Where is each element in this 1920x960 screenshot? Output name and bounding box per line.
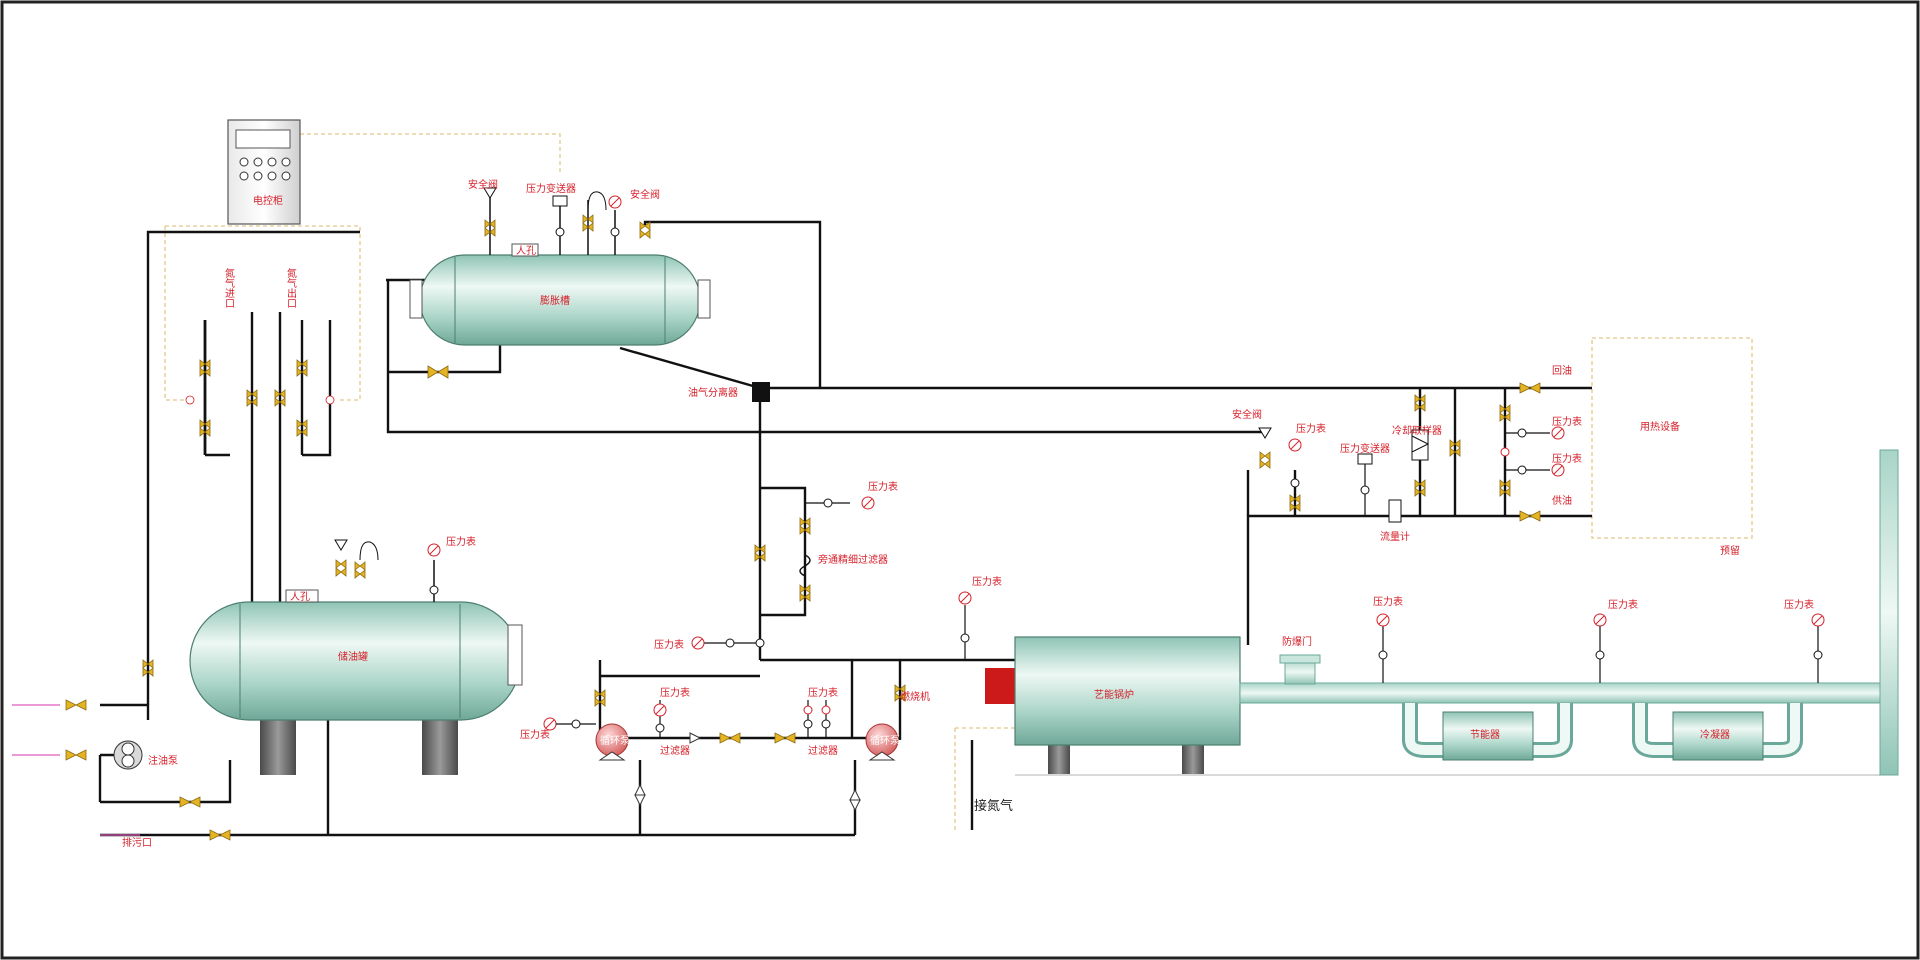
expansion-drain-valve — [427, 365, 449, 379]
filter-left-label: 过滤器 — [660, 744, 690, 757]
signal-lines — [164, 133, 1753, 830]
flue-ducts — [1239, 449, 1899, 776]
safety-valve-1-label: 安全阀 — [468, 178, 498, 191]
pressure-gauge-left — [691, 636, 765, 650]
pressure-gauge-user-1-label: 压力表 — [1552, 415, 1582, 428]
pressure-gauge-burner-label: 压力表 — [972, 575, 1002, 588]
inlet-arrows — [12, 704, 140, 836]
user-side-valves — [1499, 382, 1565, 522]
filter-right-label: 过滤器 — [808, 744, 838, 757]
storage-top-instruments — [334, 539, 441, 602]
pressure-transmitter-top-label: 压力变送器 — [526, 182, 576, 195]
pump-left-label: 循环泵 — [600, 734, 630, 747]
expansion-tank — [409, 243, 711, 346]
pressure-transmitter-supply-label: 压力变送器 — [1340, 442, 1390, 455]
pressure-gauge-flue-2-label: 压力表 — [1608, 598, 1638, 611]
burner — [985, 668, 1015, 704]
pump-left — [543, 676, 741, 807]
boiler — [1014, 636, 1880, 776]
pipe-network — [98, 220, 1592, 837]
supply-oil-label: 供油 — [1552, 494, 1572, 507]
safety-valve-2-label: 安全阀 — [630, 188, 660, 201]
drain-outlet-label: 排污口 — [122, 836, 152, 849]
oil-gas-separator-label: 油气分离器 — [688, 386, 738, 399]
nitrogen-connect-label: 接氮气 — [974, 798, 1013, 814]
burner-label: 燃烧机 — [900, 690, 930, 703]
pressure-gauge-flue-3-label: 压力表 — [1784, 598, 1814, 611]
storage-tank-label: 储油罐 — [338, 650, 368, 663]
oil-pump — [65, 659, 231, 841]
heat-equipment-label: 用热设备 — [1640, 420, 1680, 433]
pressure-gauge-pump-right-label: 压力表 — [808, 686, 838, 699]
pressure-gauge-supply-label: 压力表 — [1296, 422, 1326, 435]
cooling-sampler-label: 冷却取样器 — [1392, 424, 1442, 437]
cooler-label: 冷凝器 — [1700, 728, 1730, 741]
pressure-gauge-burner — [958, 591, 972, 660]
expansion-tank-label: 膨胀槽 — [540, 294, 570, 307]
supply-instruments — [1258, 394, 1461, 523]
flue-pressure-gauges — [1376, 613, 1825, 683]
oil-pump-label: 注油泵 — [148, 754, 178, 767]
safety-valve-supply-label: 安全阀 — [1232, 408, 1262, 421]
oil-gas-separator — [752, 382, 770, 402]
pressure-gauge-pump-left-in-label: 压力表 — [520, 728, 550, 741]
nitrogen-valves — [185, 359, 335, 437]
manhole-storage-label: 人孔 — [290, 591, 310, 603]
pump-right — [774, 684, 906, 812]
control-cabinet — [227, 119, 301, 225]
pressure-gauge-flue-1-label: 压力表 — [1373, 595, 1403, 608]
manhole-top-label: 人孔 — [516, 245, 536, 257]
nitrogen-outlet-label: 氮气出口 — [285, 267, 297, 308]
bypass-filter — [754, 496, 875, 602]
pump-right-label: 循环泵 — [870, 734, 900, 747]
expansion-top-instruments — [483, 187, 651, 255]
economizer-label: 节能器 — [1470, 728, 1500, 741]
flowmeter-label: 流量计 — [1380, 530, 1410, 543]
pressure-gauge-pump-left-out-label: 压力表 — [660, 686, 690, 699]
explosion-door-label: 防爆门 — [1282, 635, 1312, 648]
return-oil-label: 回油 — [1552, 364, 1572, 377]
nitrogen-inlet-label: 氮气进口 — [223, 267, 235, 308]
reserved-label: 预留 — [1720, 544, 1740, 557]
pressure-gauge-storage-label: 压力表 — [446, 535, 476, 548]
storage-tank — [189, 589, 523, 775]
boiler-label: 艺能锅炉 — [1094, 688, 1134, 701]
pressure-gauge-bypass-label: 压力表 — [868, 480, 898, 493]
pressure-gauge-user-2-label: 压力表 — [1552, 452, 1582, 465]
pressure-gauge-left-label: 压力表 — [654, 638, 684, 651]
control-cabinet-label: 电控柜 — [253, 194, 283, 207]
bypass-filter-label: 旁通精细过滤器 — [818, 553, 888, 566]
